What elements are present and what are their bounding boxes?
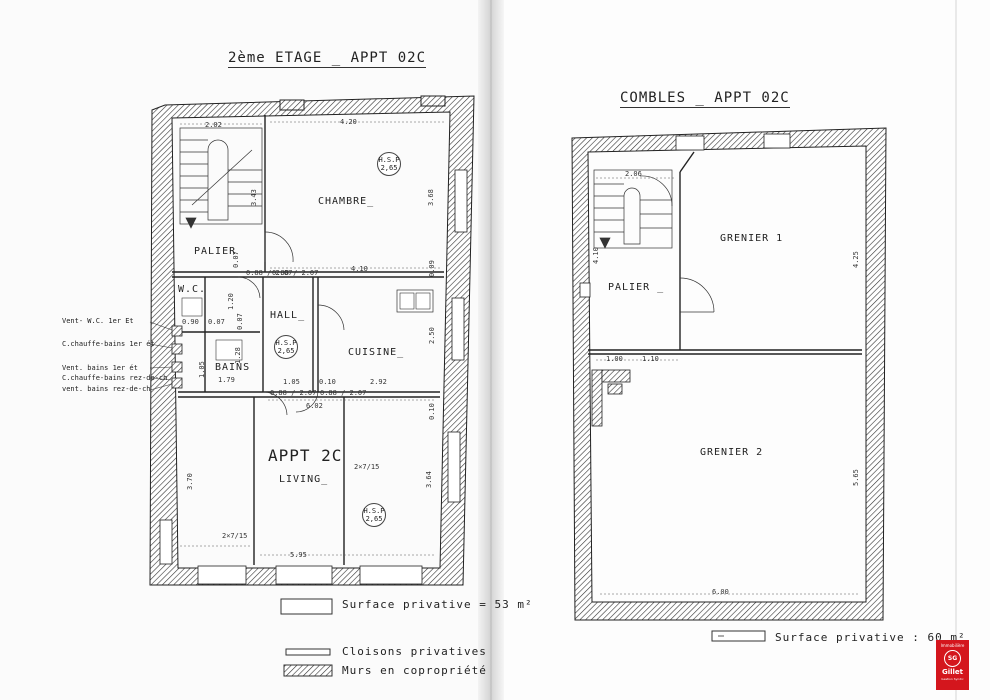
room-label-grenier-2: GRENIER 2: [700, 447, 764, 458]
room-label-living: LIVING_: [279, 474, 329, 485]
dimension-label: 2.06: [625, 170, 642, 178]
agency-logo: Immobilière SG Gillet Gestion Syndic: [936, 640, 969, 690]
dimension-label: 4.20: [340, 118, 357, 126]
side-note: Vent. bains 1er ét: [62, 364, 138, 372]
dimension-label: 4.25: [852, 251, 860, 268]
room-label-cuisine: CUISINE_: [348, 347, 405, 358]
dimension-label: 0.07: [236, 313, 244, 330]
dimension-label: 1.05: [198, 361, 206, 378]
dimension-label: 2.02: [205, 121, 222, 129]
dimension-label: 3.64: [425, 471, 433, 488]
dimension-label: 0.10: [428, 403, 436, 420]
left-floor-plan: [149, 95, 475, 586]
dimension-label: 4.10: [351, 265, 368, 273]
logo-emblem-icon: SG: [944, 650, 961, 667]
dimension-label: 1.28: [234, 347, 242, 364]
floor-plan-title-right: COMBLES _ APPT 02C: [620, 90, 790, 108]
door-dimension-label: 0.88 / 2.07: [270, 389, 317, 397]
door-dimension-label: 0.88 / 2.07: [246, 269, 293, 277]
dimension-label: 0.09: [428, 260, 436, 277]
side-note: C.chauffe-bains 1er ét: [62, 340, 155, 348]
legend-surface-right: Surface privative : 60 m²: [775, 631, 966, 644]
room-label-grenier-1: GRENIER 1: [720, 233, 784, 244]
dimension-label: 1.20: [227, 293, 235, 310]
legend-swatches: [280, 598, 766, 677]
legend-cloisons: Cloisons privatives: [342, 645, 487, 658]
side-note: Vent- W.C. 1er Et: [62, 317, 134, 325]
dimension-label: 1.79: [218, 376, 235, 384]
room-label-hall: HALL_: [270, 310, 306, 321]
dimension-label: 2.50: [428, 327, 436, 344]
right-floor-plan: [571, 127, 887, 621]
room-label-wc: W.C.: [178, 284, 207, 295]
dimension-label: 2×7/15: [222, 532, 248, 540]
page-edge: [955, 0, 957, 700]
dimension-label: 0.90: [182, 318, 199, 326]
dimension-label: 3.43: [250, 189, 258, 206]
dimension-label: 0.07: [208, 318, 225, 326]
dimension-label: 2.92: [370, 378, 387, 386]
dimension-label: 5.65: [852, 469, 860, 486]
dimension-label: 0.07: [232, 251, 240, 268]
dimension-label: 3.70: [186, 473, 194, 490]
book-gutter: [478, 0, 504, 700]
dimension-label: 2×7/15: [354, 463, 380, 471]
dimension-label: 4.10: [592, 247, 600, 264]
apartment-label: APPT 2C: [268, 446, 343, 465]
dimension-label: 5.95: [290, 551, 307, 559]
dimension-label: 3.68: [427, 189, 435, 206]
dimension-label: 6.02: [306, 402, 323, 410]
room-label-chambre: CHAMBRE_: [318, 196, 375, 207]
floor-plan-title-left: 2ème ETAGE _ APPT 02C: [228, 50, 427, 68]
left-outer-walls: [149, 95, 475, 586]
room-label-bains: BAINS: [215, 362, 251, 373]
dimension-label: 1.00: [606, 355, 623, 363]
room-label-palier-combles: PALIER _: [608, 282, 665, 293]
legend-surface-left: Surface privative = 53 m²: [342, 598, 533, 611]
door-dimension-label: 0.88 / 2.07: [320, 389, 367, 397]
door-dimension-label: 0.88 / 2.07: [272, 269, 319, 277]
dimension-label: 1.05: [283, 378, 300, 386]
dimension-label: 1.10: [642, 355, 659, 363]
side-note: vent. bains rez-de-ch: [62, 385, 151, 393]
room-label-palier: PALIER: [194, 246, 237, 257]
side-note: C.chauffe-bains rez-de-ch: [62, 374, 168, 382]
dimension-label: 0.10: [319, 378, 336, 386]
dimension-label: 6.00: [712, 588, 729, 596]
legend-murs: Murs en copropriété: [342, 664, 487, 677]
